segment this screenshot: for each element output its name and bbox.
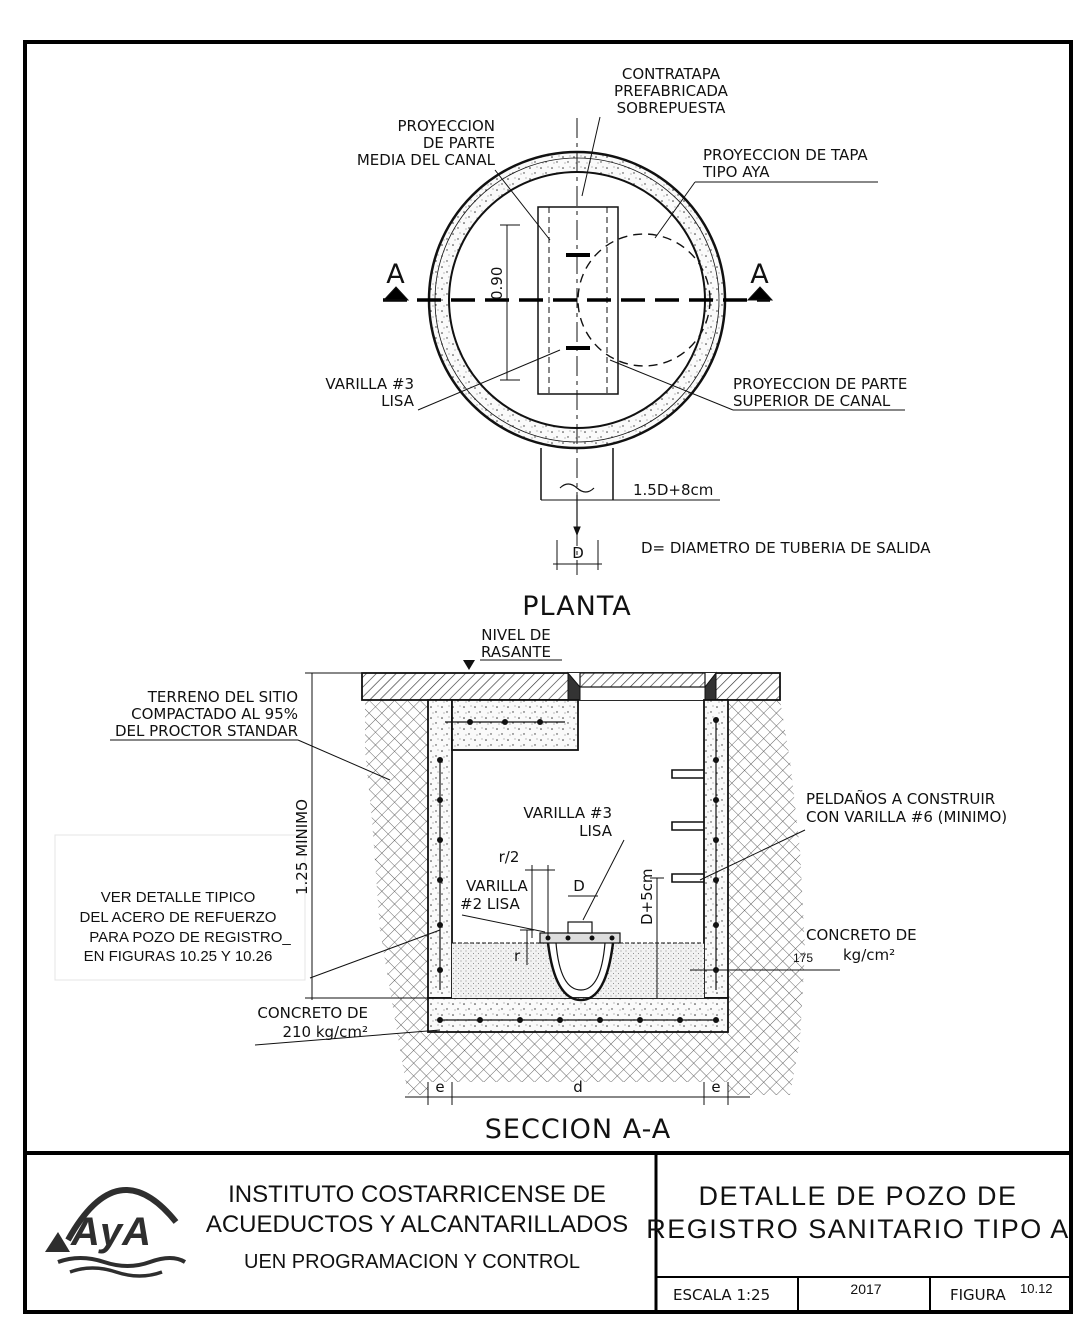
proy-media-label-2: DE PARTE — [423, 134, 495, 152]
org-line-2: ACUEDUCTOS Y ALCANTARILLADOS — [206, 1211, 628, 1238]
contratapa-label-1: CONTRATAPA — [622, 65, 721, 83]
section-dimensions — [305, 672, 750, 1105]
concreto175-unit: kg/cm² — [843, 946, 895, 964]
logo-text: AyA — [70, 1210, 151, 1254]
contratapa-label-2: PREFABRICADA — [614, 82, 729, 100]
cover — [579, 672, 706, 688]
section-leaders — [110, 659, 840, 1046]
bench-fill — [452, 943, 704, 1000]
section-mark-right: A — [750, 259, 769, 290]
varilla3-label-2: LISA — [381, 392, 415, 410]
top-slab — [451, 699, 579, 751]
soil-right — [728, 700, 805, 1095]
sec-varilla3-2: LISA — [579, 822, 613, 840]
step-rungs — [671, 769, 704, 883]
dim-e-right: e — [711, 1078, 720, 1096]
ver-detalle-4: EN FIGURAS 10.25 Y 10.26 — [84, 948, 273, 965]
ver-detalle-3: PARA POZO DE REGISTRO_ — [89, 929, 291, 946]
dim-d: D — [572, 544, 584, 562]
proy-media-label-1: PROYECCION — [398, 117, 496, 135]
concreto175-1: CONCRETO DE — [806, 926, 917, 944]
min-depth: 1.25 MINIMO — [293, 799, 311, 895]
ver-detalle-box — [54, 834, 306, 981]
proy-media-label-3: MEDIA DEL CANAL — [357, 151, 496, 169]
varilla3-label-1: VARILLA #3 — [325, 375, 414, 393]
r-label: r — [514, 947, 521, 965]
section-title: SECCION A-A — [485, 1114, 671, 1145]
bottom-slab — [427, 997, 729, 1033]
dim-15d: 1.5D+8cm — [633, 481, 713, 499]
dim-e-left: e — [435, 1078, 444, 1096]
figura-label: FIGURA — [950, 1286, 1006, 1304]
dplus-label: D+5cm — [638, 868, 656, 925]
terreno-label-2: COMPACTADO AL 95% — [131, 705, 298, 723]
contratapa-label-3: SOBREPUESTA — [617, 99, 727, 117]
plan-labels: CONTRATAPA PREFABRICADA SOBREPUESTA PROY… — [325, 65, 931, 622]
dim-090: 0.90 — [488, 267, 506, 300]
soil-bottom — [428, 1032, 728, 1082]
channel — [546, 942, 615, 1002]
section-view — [110, 659, 840, 1105]
terreno-label-3: DEL PROCTOR STANDAR — [115, 722, 298, 740]
proy-superior-label-1: PROYECCION DE PARTE — [733, 375, 907, 393]
aya-logo: AyA — [45, 1187, 187, 1278]
year-label: 2017 — [850, 1281, 881, 1297]
concreto210-2: 210 kg/cm² — [282, 1023, 368, 1041]
org-line-3: UEN PROGRAMACION Y CONTROL — [244, 1251, 580, 1273]
soil-left — [365, 700, 428, 1095]
terreno-label-1: TERRENO DEL SITIO — [147, 688, 298, 706]
d-label: D — [573, 877, 585, 895]
peldanos-2: CON VARILLA #6 (MINIMO) — [806, 808, 1007, 826]
proy-superior-label-2: SUPERIOR DE CANAL — [733, 392, 891, 410]
sheet-border — [23, 40, 1073, 1314]
concreto175-value: 175 — [793, 951, 813, 965]
varilla2-1: VARILLA — [466, 877, 528, 895]
section-labels: NIVEL DE RASANTE TERRENO DEL SITIO COMPA… — [80, 626, 1008, 1145]
org-line-1: INSTITUTO COSTARRICENSE DE — [228, 1181, 606, 1208]
drawing-title-1: DETALLE DE POZO DE — [698, 1181, 1017, 1211]
section-mark-left: A — [386, 259, 405, 290]
proy-tapa-label-1: PROYECCION DE TAPA — [703, 146, 868, 164]
d-note: D= DIAMETRO DE TUBERIA DE SALIDA — [641, 539, 931, 557]
dim-d-inner: d — [573, 1078, 583, 1096]
nivel-label-1: NIVEL DE — [481, 626, 551, 644]
ver-detalle-2: DEL ACERO DE REFUERZO — [80, 909, 277, 926]
sec-varilla3-1: VARILLA #3 — [523, 804, 612, 822]
rod-block — [539, 932, 621, 944]
title-block: AyA INSTITUTO COSTARRICENSE DE ACUEDUCTO… — [25, 1151, 1071, 1312]
plan-view — [382, 116, 905, 575]
concreto210-1: CONCRETO DE — [257, 1004, 368, 1022]
ver-detalle-1: VER DETALLE TIPICO — [101, 889, 256, 906]
r2-label: r/2 — [499, 848, 520, 866]
escala-label: ESCALA 1:25 — [673, 1286, 770, 1304]
proy-tapa-label-2: TIPO AYA — [702, 163, 770, 181]
drawing-title-2: REGISTRO SANITARIO TIPO A — [646, 1214, 1070, 1244]
peldanos-1: PELDAÑOS A CONSTRUIR — [806, 789, 995, 808]
varilla2-2: #2 LISA — [460, 895, 520, 913]
plan-title: PLANTA — [522, 591, 631, 622]
nivel-label-2: RASANTE — [481, 643, 551, 661]
figura-number: 10.12 — [1020, 1281, 1053, 1296]
